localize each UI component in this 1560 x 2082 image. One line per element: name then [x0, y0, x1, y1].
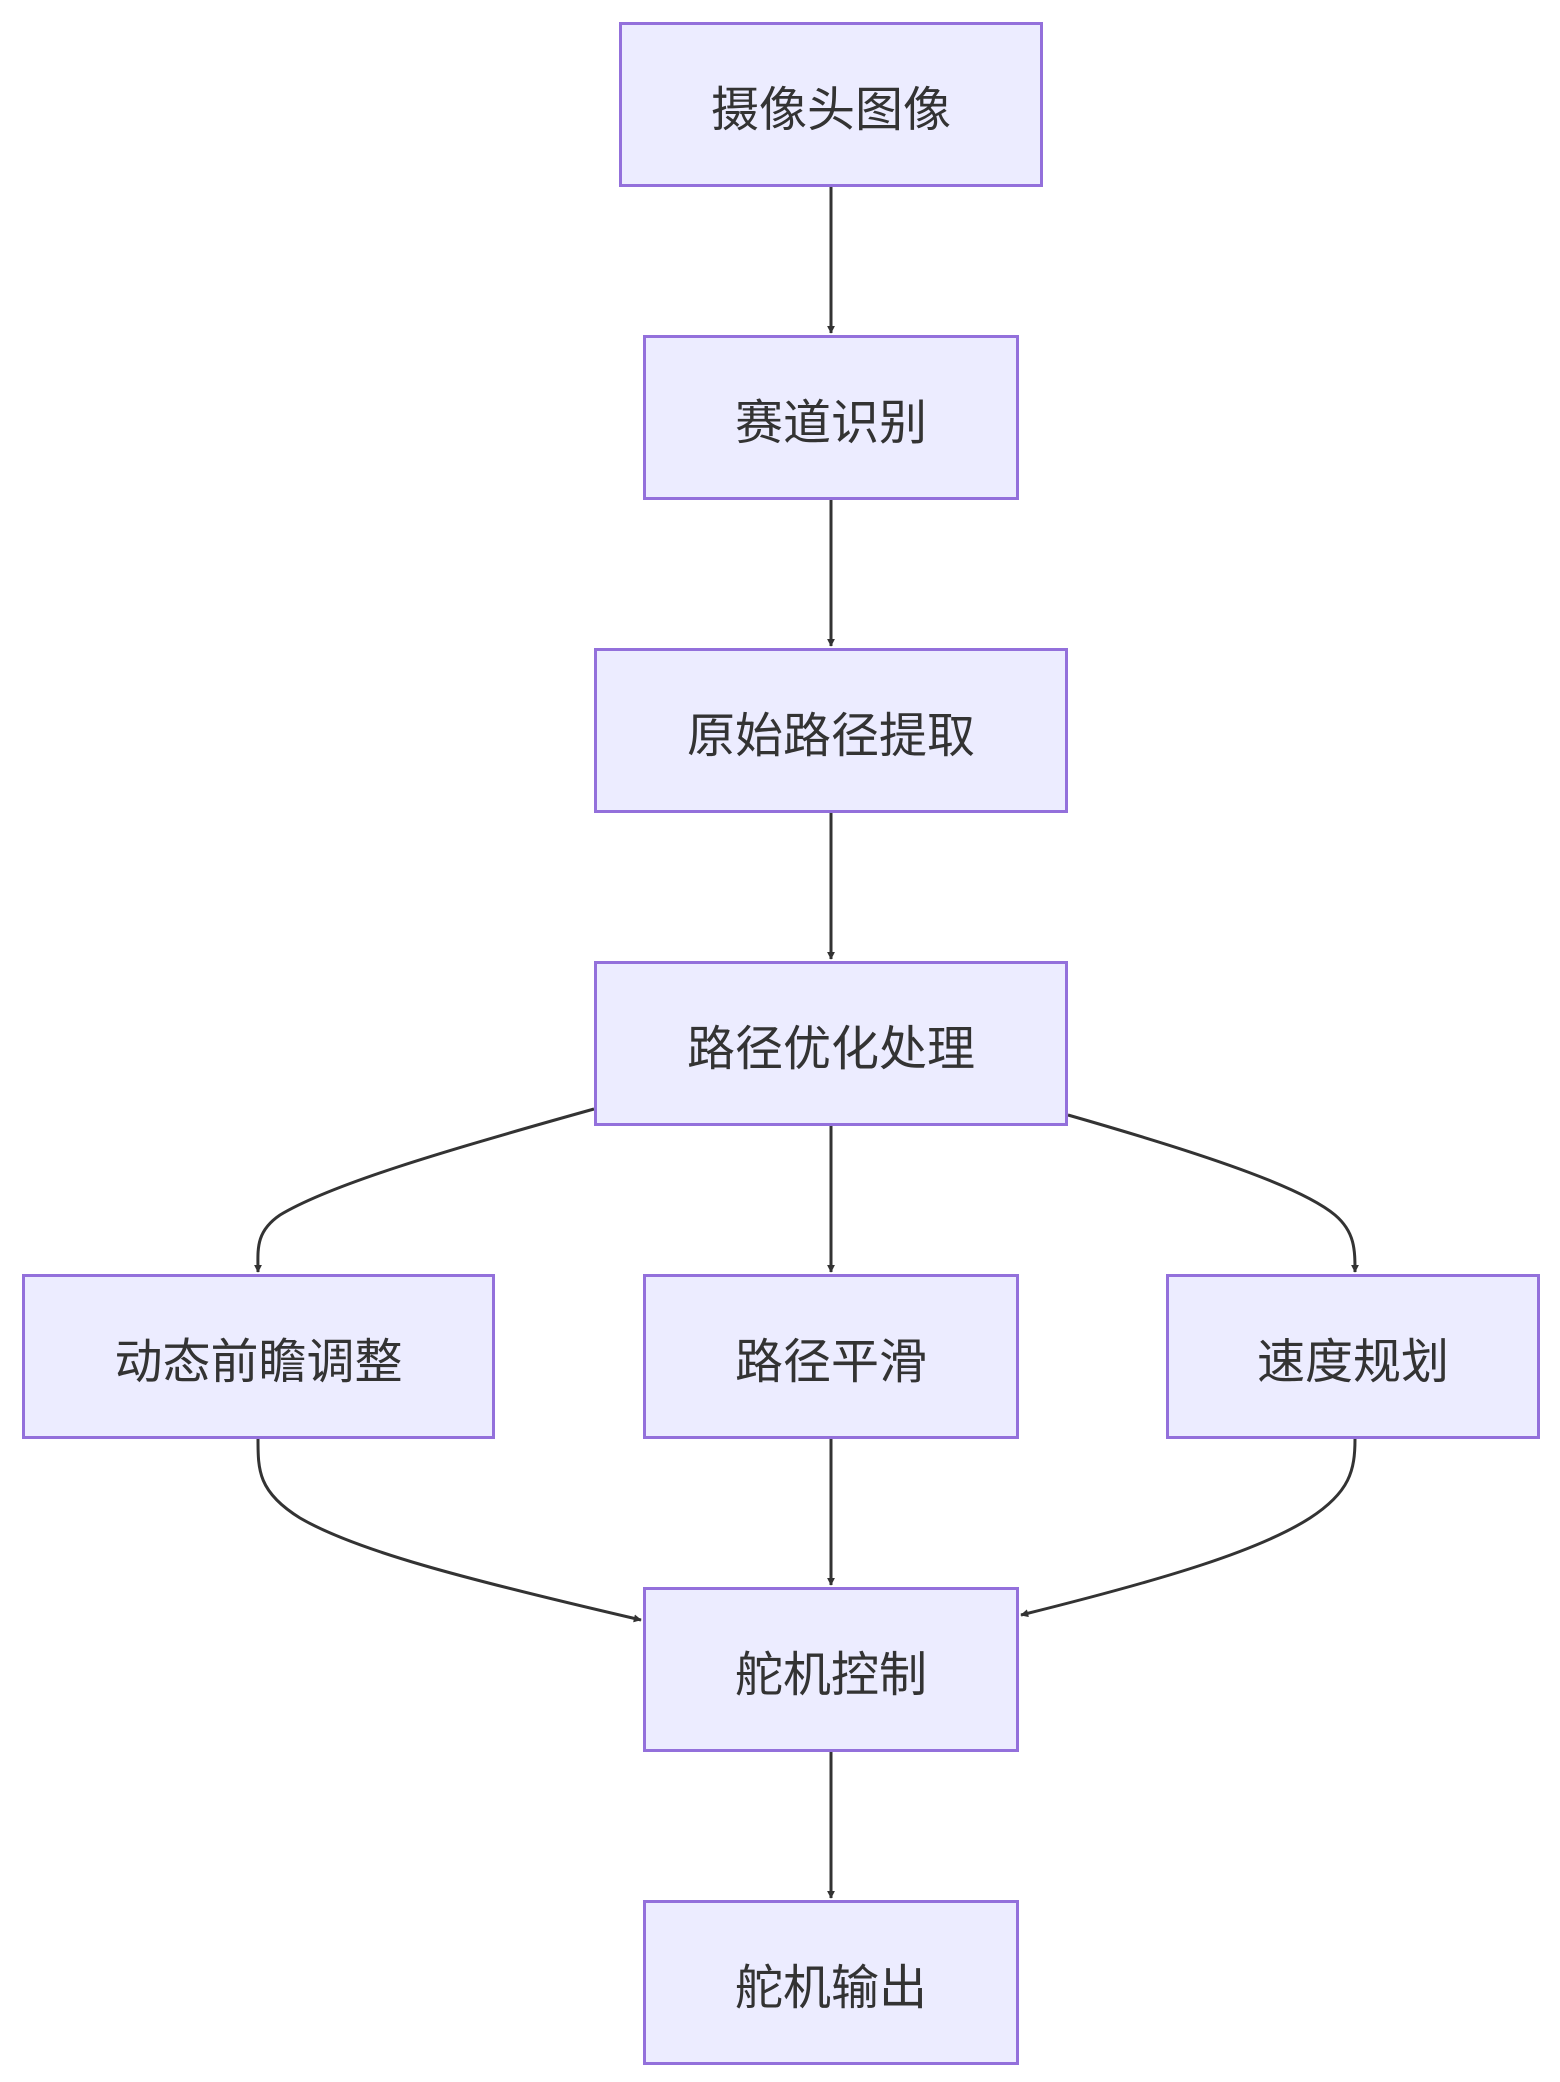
node-servo-output-label: 舵机输出 — [734, 1959, 927, 2016]
node-dynamic-lookahead-label: 动态前瞻调整 — [114, 1333, 403, 1390]
edge-speed-servo — [1020, 1438, 1357, 1618]
node-dynamic-lookahead: 动态前瞻调整 — [22, 1274, 495, 1439]
edge-optimize-lookahead — [253, 1107, 595, 1273]
node-path-smoothing: 路径平滑 — [643, 1274, 1019, 1439]
node-speed-planning: 速度规划 — [1166, 1274, 1540, 1439]
node-raw-path-extraction-label: 原始路径提取 — [686, 707, 975, 764]
node-servo-control: 舵机控制 — [643, 1587, 1019, 1752]
node-path-smoothing-label: 路径平滑 — [734, 1333, 927, 1390]
node-servo-output: 舵机输出 — [643, 1900, 1019, 2065]
node-camera-image-label: 摄像头图像 — [710, 81, 951, 138]
node-camera-image: 摄像头图像 — [619, 22, 1043, 187]
edge-lookahead-servo — [256, 1438, 642, 1623]
node-track-recognition-label: 赛道识别 — [734, 394, 927, 451]
edge-optimize-speed — [1067, 1113, 1359, 1273]
node-servo-control-label: 舵机控制 — [734, 1646, 927, 1703]
node-path-optimization-label: 路径优化处理 — [686, 1020, 975, 1077]
node-speed-planning-label: 速度规划 — [1256, 1333, 1449, 1390]
node-raw-path-extraction: 原始路径提取 — [594, 648, 1068, 813]
node-path-optimization: 路径优化处理 — [594, 961, 1068, 1126]
node-track-recognition: 赛道识别 — [643, 335, 1019, 500]
